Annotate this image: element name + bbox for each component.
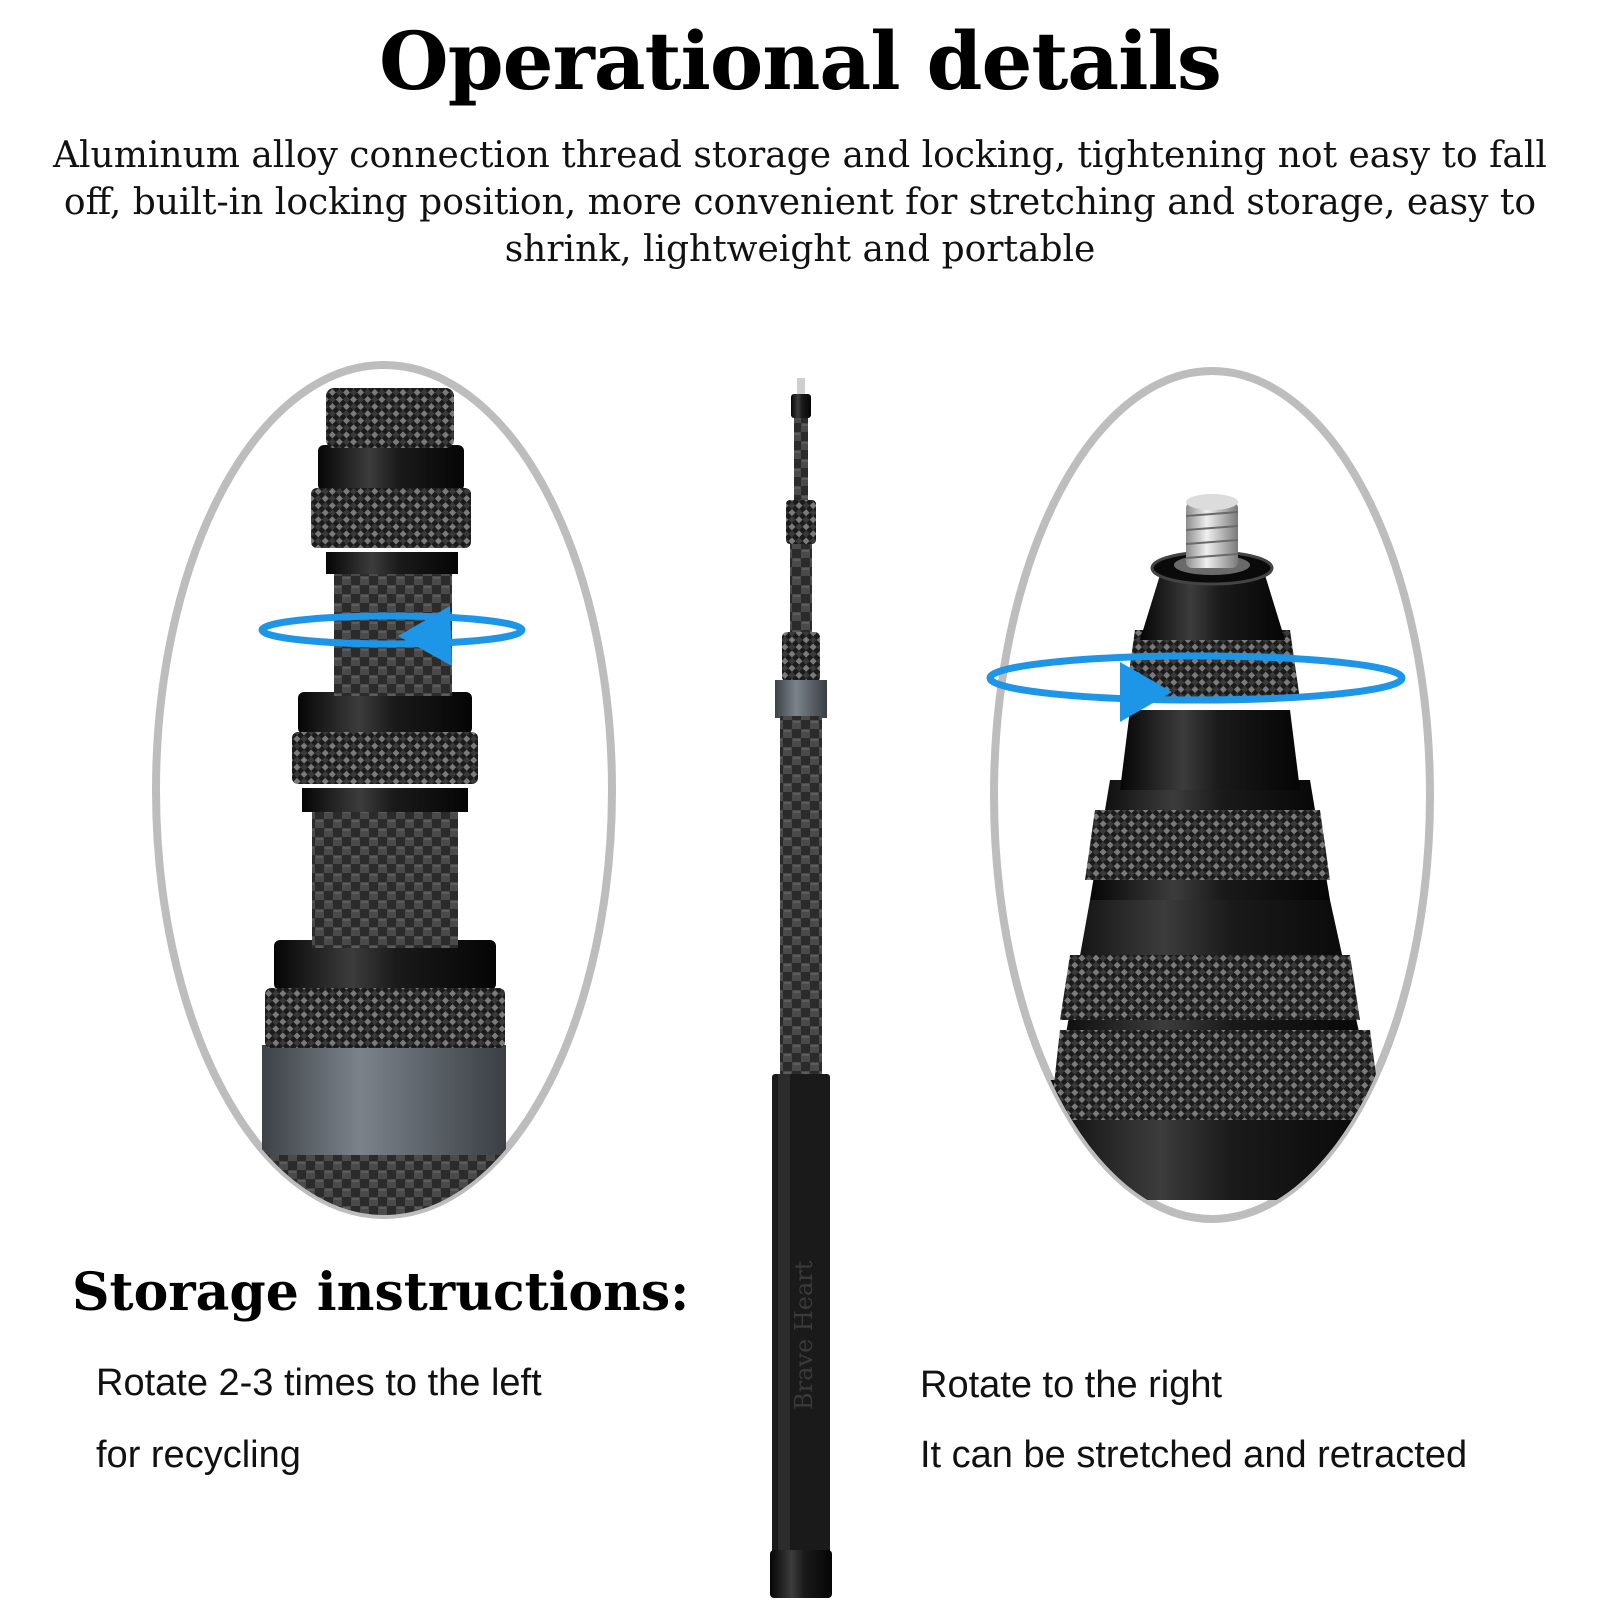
rotate-right-arrow-icon — [986, 652, 1406, 722]
right-detail-oval — [986, 367, 1434, 1223]
page-title: Operational details — [379, 14, 1222, 108]
monopod-pole: Brave Heart — [770, 378, 832, 1598]
right-caption-line1: Rotate to the right — [920, 1364, 1223, 1406]
rotate-left-arrow-icon — [258, 606, 526, 666]
storage-instructions-heading: Storage instructions: — [72, 1262, 690, 1323]
page-subtitle: Aluminum alloy connection thread storage… — [53, 135, 1547, 270]
left-caption-line2: for recycling — [96, 1434, 301, 1476]
left-detail-oval — [152, 361, 616, 1219]
pole-brand-label: Brave Heart — [790, 1260, 818, 1410]
right-caption-line2: It can be stretched and retracted — [920, 1434, 1468, 1476]
left-caption-line1: Rotate 2-3 times to the left — [96, 1362, 542, 1404]
